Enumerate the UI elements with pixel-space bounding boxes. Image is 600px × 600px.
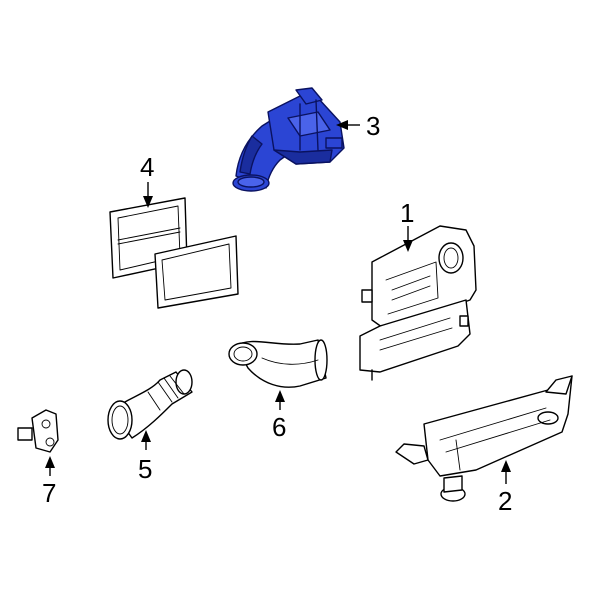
callout-number-3: 3 [366,111,380,141]
part-1-air-cleaner-housing[interactable] [359,225,477,381]
callout-number-1: 1 [400,198,414,228]
part-2-lower-housing[interactable] [395,375,573,502]
callout-number-4: 4 [140,152,154,182]
part-3-intake-duct[interactable] [232,87,345,192]
part-5-air-hose[interactable] [107,369,193,440]
callout-number-5: 5 [138,454,152,484]
callout-number-2: 2 [498,486,512,516]
part-7-sensor[interactable] [17,409,59,453]
part-4-air-filter[interactable] [109,197,239,309]
callout-number-7: 7 [42,478,56,508]
callout-arrow-2 [501,460,511,484]
callout-arrow-1 [403,226,413,252]
callout-arrow-7 [45,456,55,476]
callout-arrow-4 [143,182,153,208]
callout-arrow-6 [275,390,285,410]
callout-number-6: 6 [272,412,286,442]
callout-arrow-3 [336,120,360,130]
callout-arrow-5 [141,430,151,450]
part-6-intake-tube[interactable] [228,339,328,388]
